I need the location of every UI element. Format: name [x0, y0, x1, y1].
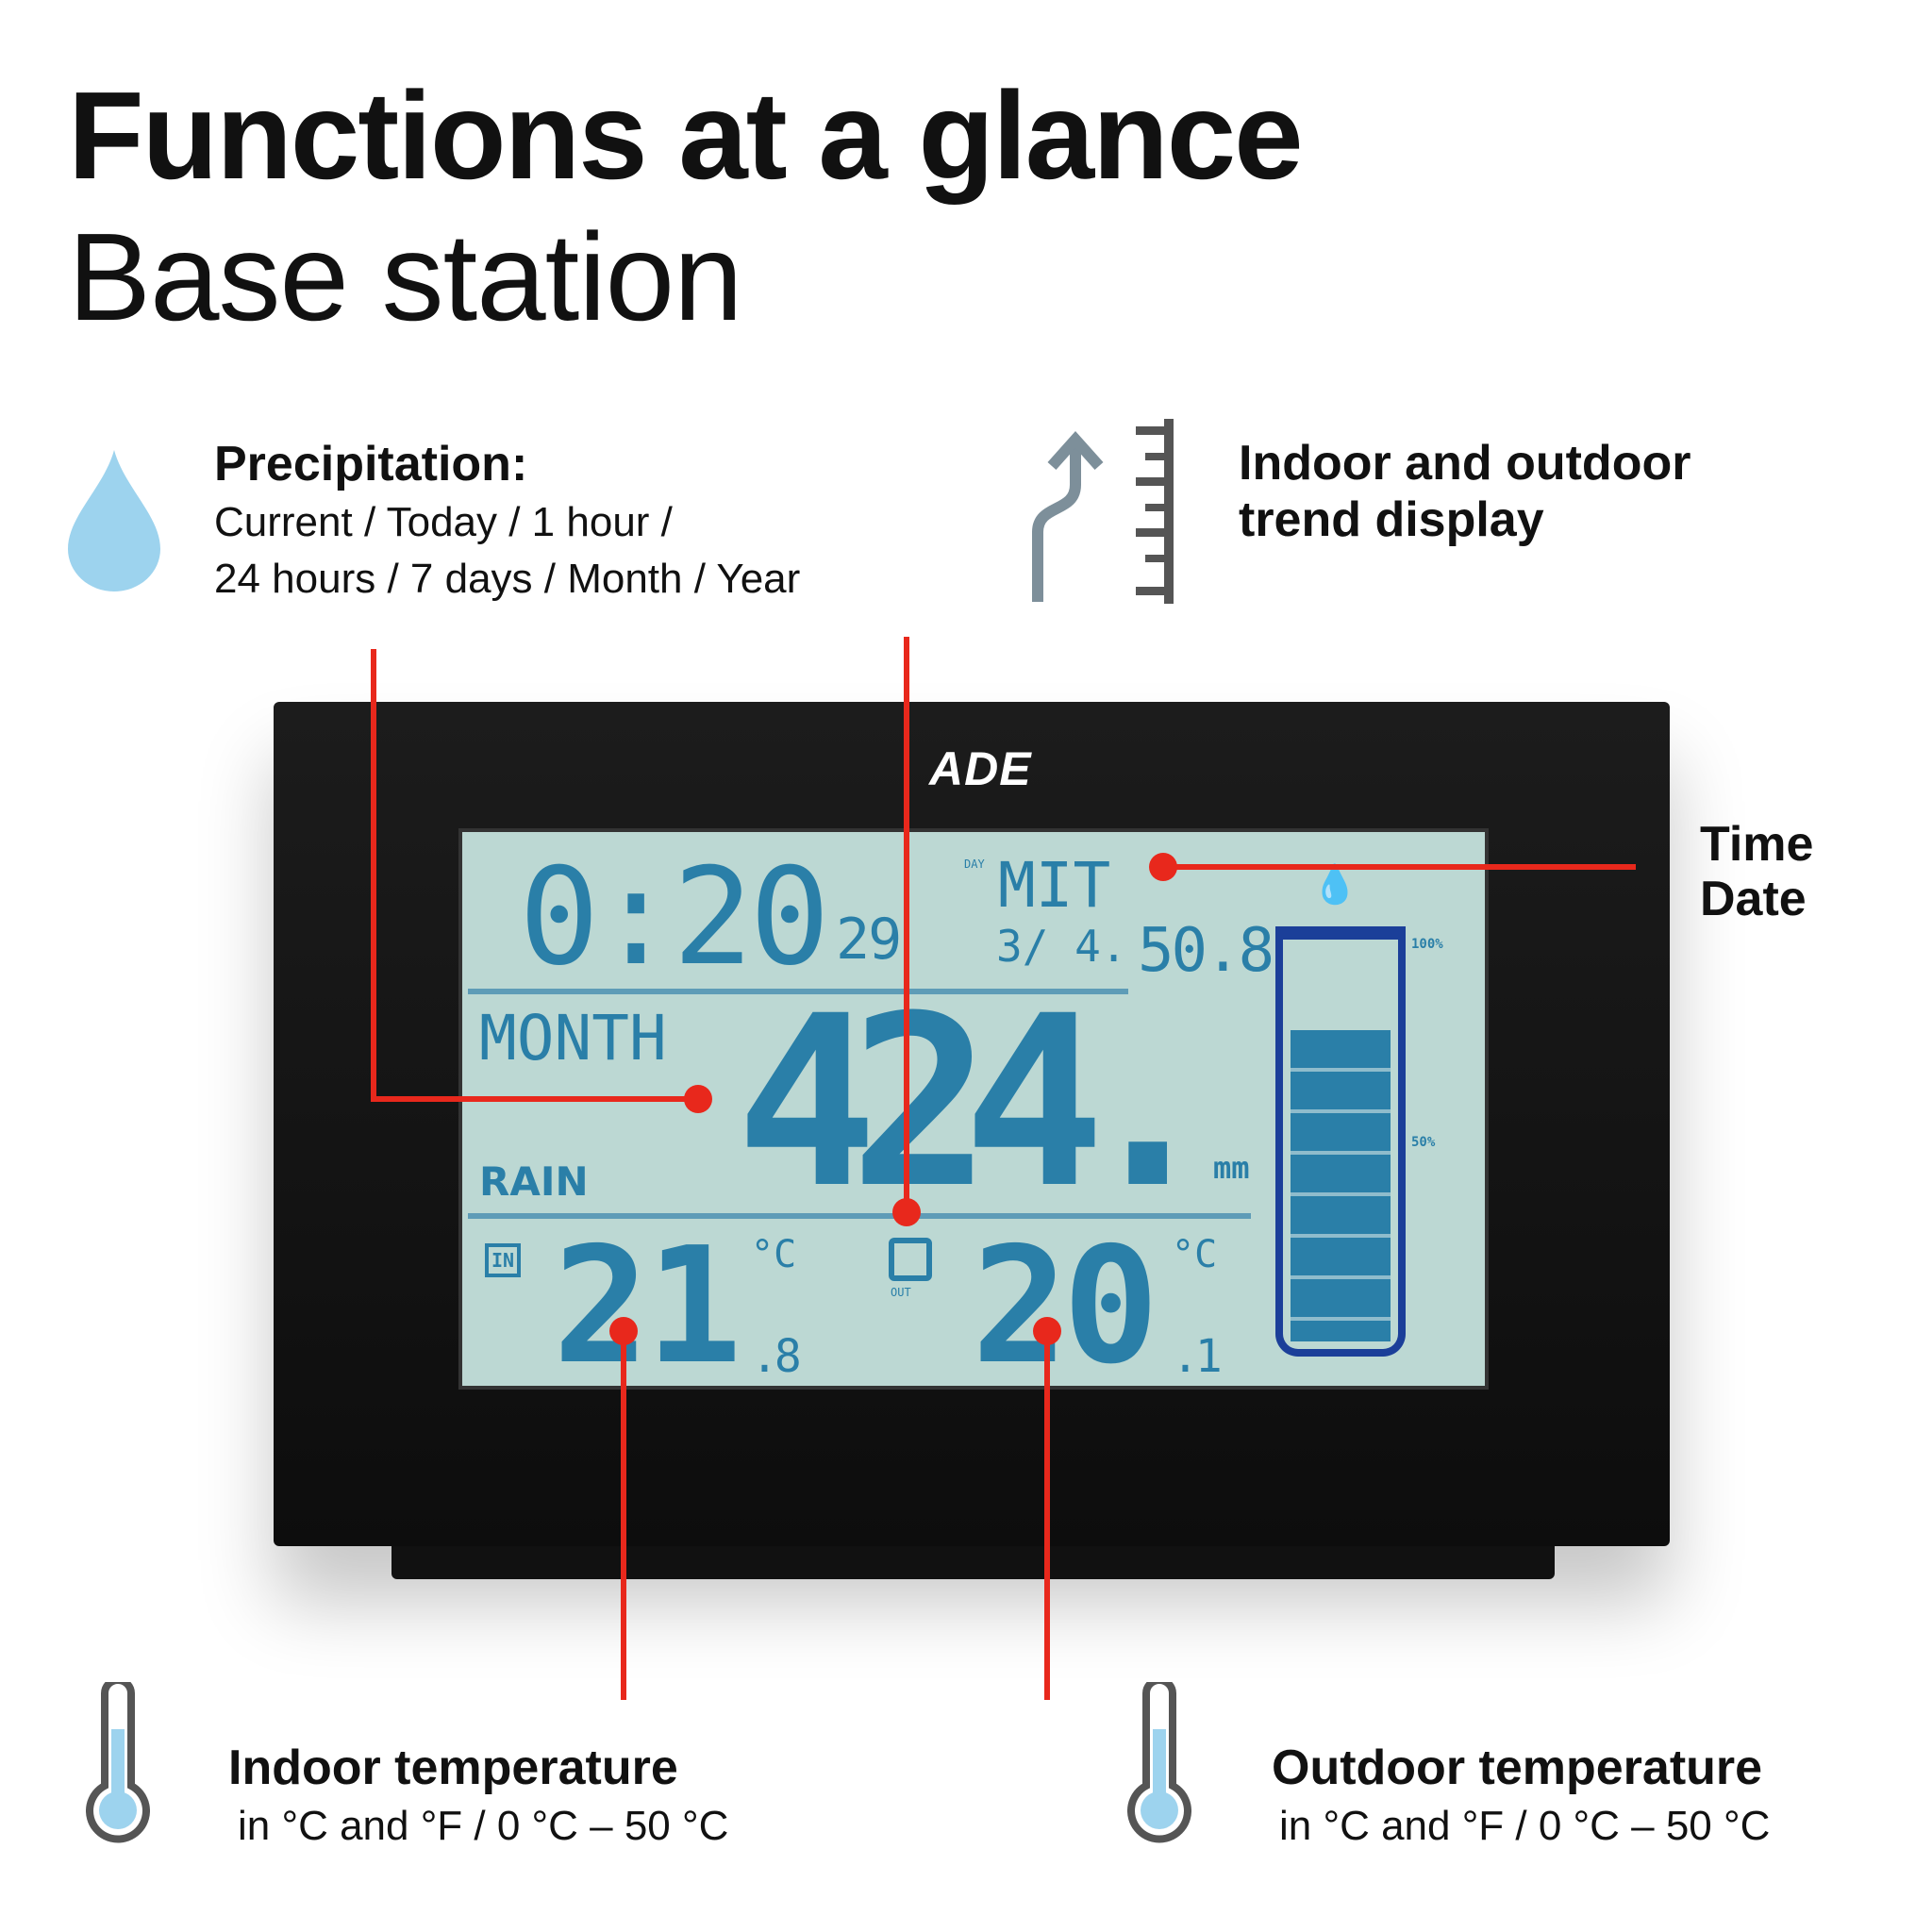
indoor-house-icon: IN [485, 1243, 522, 1277]
callout-line-outdoor [1044, 1330, 1050, 1700]
callout-dot [1149, 853, 1177, 881]
outdoor-unit: °C [1172, 1233, 1218, 1276]
precipitation-line2: 24 hours / 7 days / Month / Year [214, 556, 801, 602]
outdoor-label: OUT [891, 1286, 911, 1299]
callout-line-precipitation [371, 649, 376, 1102]
callout-line-trend [904, 637, 909, 1212]
water-drop-icon [68, 450, 160, 591]
time-display: 0:20 [519, 840, 830, 995]
rain-gauge-fill [1291, 1030, 1391, 1341]
callout-dot [892, 1198, 921, 1226]
indoor-heading: Indoor temperature [228, 1740, 678, 1795]
outdoor-decimal: .1 [1172, 1330, 1223, 1383]
day-display: MIT [998, 849, 1111, 922]
callout-dot [609, 1317, 638, 1345]
callout-dot [1033, 1317, 1061, 1345]
rain-value: 424. [736, 965, 1219, 1240]
outdoor-sensor-icon [889, 1238, 932, 1281]
page-subtitle: Base station [68, 208, 742, 346]
gauge-50-label: 50% [1411, 1135, 1436, 1150]
indoor-unit: °C [751, 1233, 797, 1276]
precipitation-line1: Current / Today / 1 hour / [214, 499, 673, 545]
indoor-detail: in °C and °F / 0 °C – 50 °C [238, 1803, 729, 1849]
lcd-screen: 0:20 29 DAY MIT 3/ 4. 50.8 MONTH 424. mm… [458, 828, 1489, 1390]
date-display: 3/ 4. [996, 921, 1127, 972]
rain-small-value: 50.8 [1138, 916, 1274, 986]
outdoor-temp: 20 [972, 1213, 1159, 1400]
precipitation-heading: Precipitation: [214, 437, 528, 491]
rain-unit: mm [1213, 1150, 1250, 1186]
seconds-display: 29 [836, 907, 902, 973]
thermometer-icon [86, 1682, 150, 1843]
indoor-decimal: .8 [751, 1330, 802, 1383]
rain-drops-icon: 💧 [1311, 863, 1358, 907]
rain-label: RAIN [479, 1158, 589, 1205]
outdoor-detail: in °C and °F / 0 °C – 50 °C [1279, 1803, 1771, 1849]
rain-gauge [1275, 926, 1406, 1357]
trend-line1: Indoor and outdoor [1239, 436, 1691, 491]
device-stand [391, 1546, 1555, 1579]
gauge-100-label: 100% [1411, 937, 1443, 952]
separator [468, 989, 1128, 994]
trend-line2: trend display [1239, 492, 1544, 547]
thermometer-icon [1127, 1682, 1191, 1843]
time-label: Time [1700, 817, 1814, 872]
indoor-temp: 21 [553, 1213, 742, 1400]
outdoor-heading: Outdoor temperature [1272, 1740, 1763, 1795]
callout-line-time [1163, 864, 1636, 870]
brand-logo: ADE [929, 742, 1032, 795]
period-label: MONTH [479, 1002, 667, 1074]
page-title: Functions at a glance [68, 66, 1304, 205]
callout-line-precipitation [371, 1096, 698, 1102]
day-label: DAY [964, 858, 985, 871]
separator [468, 1213, 1251, 1219]
trend-arrow-scale-icon [1032, 419, 1174, 604]
callout-dot [684, 1085, 712, 1113]
callout-line-indoor [621, 1330, 626, 1700]
date-label: Date [1700, 872, 1807, 926]
